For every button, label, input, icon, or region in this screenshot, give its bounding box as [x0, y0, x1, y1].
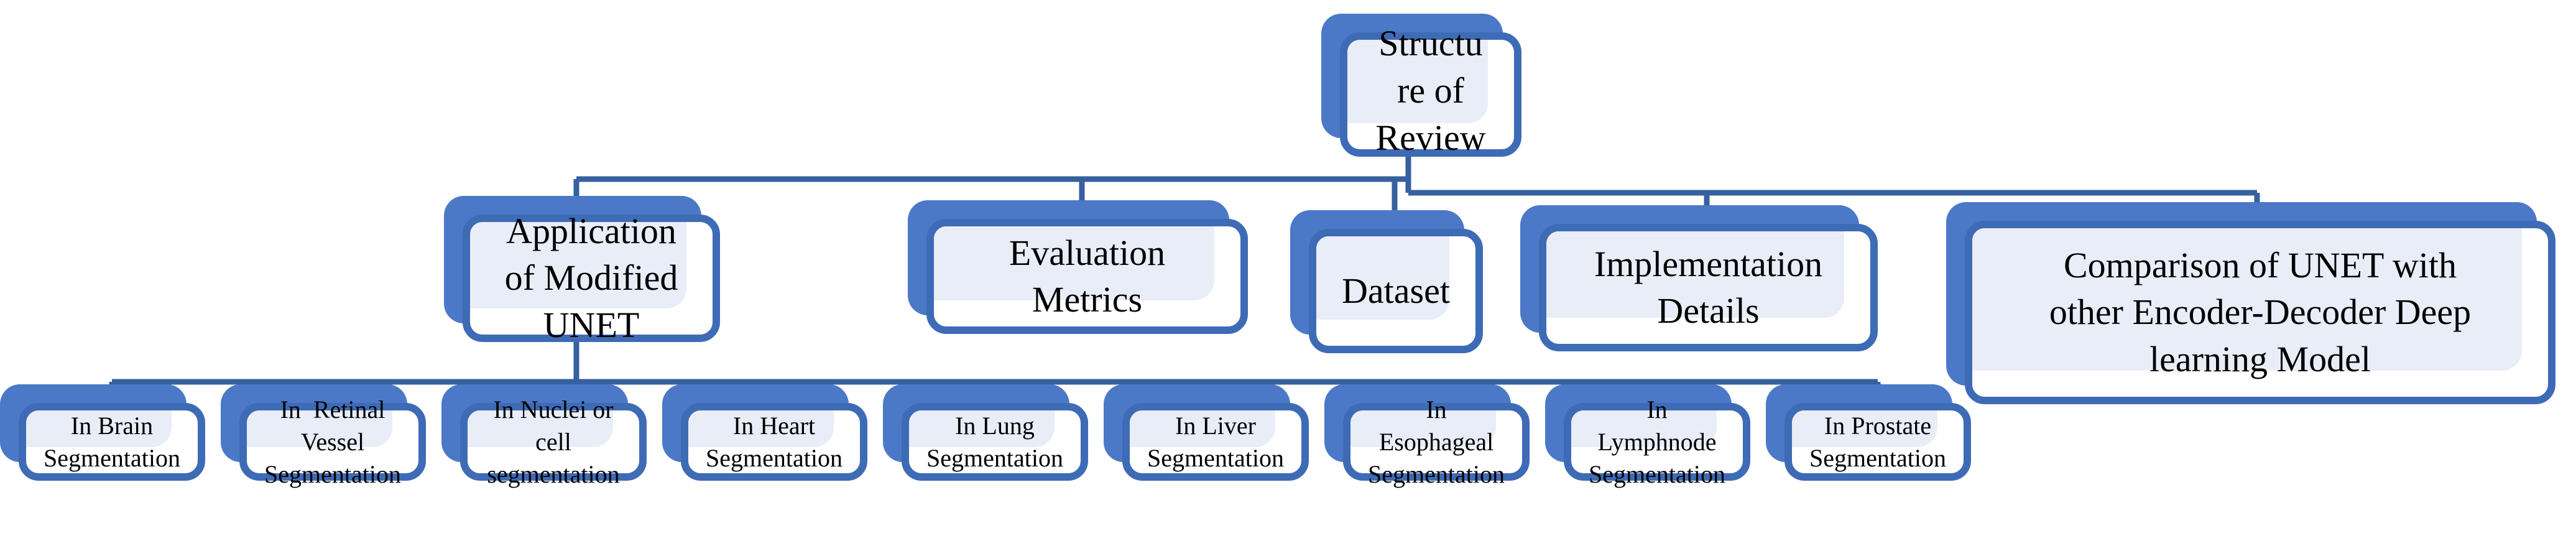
node-face [902, 403, 1088, 481]
node-in-lymphnode-segmentation: In Lymphnode Segmentation [1545, 384, 1750, 488]
node-in-nuclei-or-cell-segmentation: In Nuclei or cell segmentation [441, 384, 647, 488]
node-tint [1792, 410, 1937, 447]
node-label: In Prostate Segmentation [1809, 411, 1946, 472]
node-tint [468, 410, 613, 447]
node-label: In Lung Segmentation [926, 411, 1063, 472]
node-face [1965, 221, 2555, 404]
node-label: Dataset [1342, 271, 1450, 312]
node-tint [1546, 231, 1844, 318]
node-face [1122, 403, 1309, 481]
node-evaluation-metrics: Evaluation Metrics [908, 200, 1248, 334]
node-face [463, 215, 720, 342]
node-tint [1350, 410, 1496, 447]
node-label: In Heart Segmentation [706, 411, 843, 472]
node-in-brain-segmentation: In Brain Segmentation [0, 384, 205, 481]
node-tint [1347, 40, 1488, 123]
node-tint [934, 226, 1214, 300]
node-label: Implementation Details [1594, 243, 1823, 331]
node-tint [1130, 410, 1275, 447]
node-face [1564, 403, 1750, 481]
node-structure-of-review: Structu re of Review [1321, 14, 1521, 158]
node-face [681, 403, 867, 481]
node-face [239, 403, 426, 481]
node-in-prostate-segmentation: In Prostate Segmentation [1766, 384, 1971, 481]
node-label: In Liver Segmentation [1147, 411, 1284, 472]
node-dataset: Dataset [1290, 210, 1483, 353]
node-face [926, 219, 1248, 334]
node-label: Evaluation Metrics [1009, 232, 1166, 320]
node-tint [470, 222, 686, 308]
node-tint [688, 410, 834, 447]
node-label: In Esophageal Segmentation [1368, 395, 1505, 488]
node-label: Application of Modified UNET [504, 210, 678, 346]
node-tint [247, 410, 392, 447]
node-label: In Lymphnode Segmentation [1589, 395, 1725, 488]
node-tint [1972, 228, 2522, 371]
node-in-esophageal-segmentation: In Esophageal Segmentation [1324, 384, 1530, 488]
node-face [1340, 32, 1521, 157]
node-face [460, 403, 647, 481]
node-in-retinal-vessel-segmentation: In Retinal Vessel Segmentation [221, 384, 426, 488]
node-in-lung-segmentation: In Lung Segmentation [883, 384, 1088, 481]
node-face [1343, 403, 1530, 481]
node-in-liver-segmentation: In Liver Segmentation [1104, 384, 1309, 481]
node-face [1539, 224, 1878, 351]
node-label: Comparison of UNET with other Encoder-De… [2049, 244, 2472, 380]
node-face [19, 403, 205, 481]
node-implementation-details: Implementation Details [1520, 205, 1878, 351]
node-tint [26, 410, 172, 447]
node-label: Structu re of Review [1375, 23, 1486, 158]
node-label: In Retinal Vessel Segmentation [264, 395, 401, 488]
node-comparison-unet-encoder-decoder: Comparison of UNET with other Encoder-De… [1946, 202, 2555, 404]
node-face [1309, 229, 1483, 353]
node-label: In Nuclei or cell segmentation [487, 395, 620, 488]
node-tint [909, 410, 1055, 447]
node-application-of-modified-unet: Application of Modified UNET [444, 196, 720, 345]
node-tint [1316, 236, 1449, 320]
node-label: In Brain Segmentation [44, 411, 180, 472]
node-face [1784, 403, 1971, 481]
node-tint [1571, 410, 1717, 447]
node-in-heart-segmentation: In Heart Segmentation [662, 384, 867, 481]
